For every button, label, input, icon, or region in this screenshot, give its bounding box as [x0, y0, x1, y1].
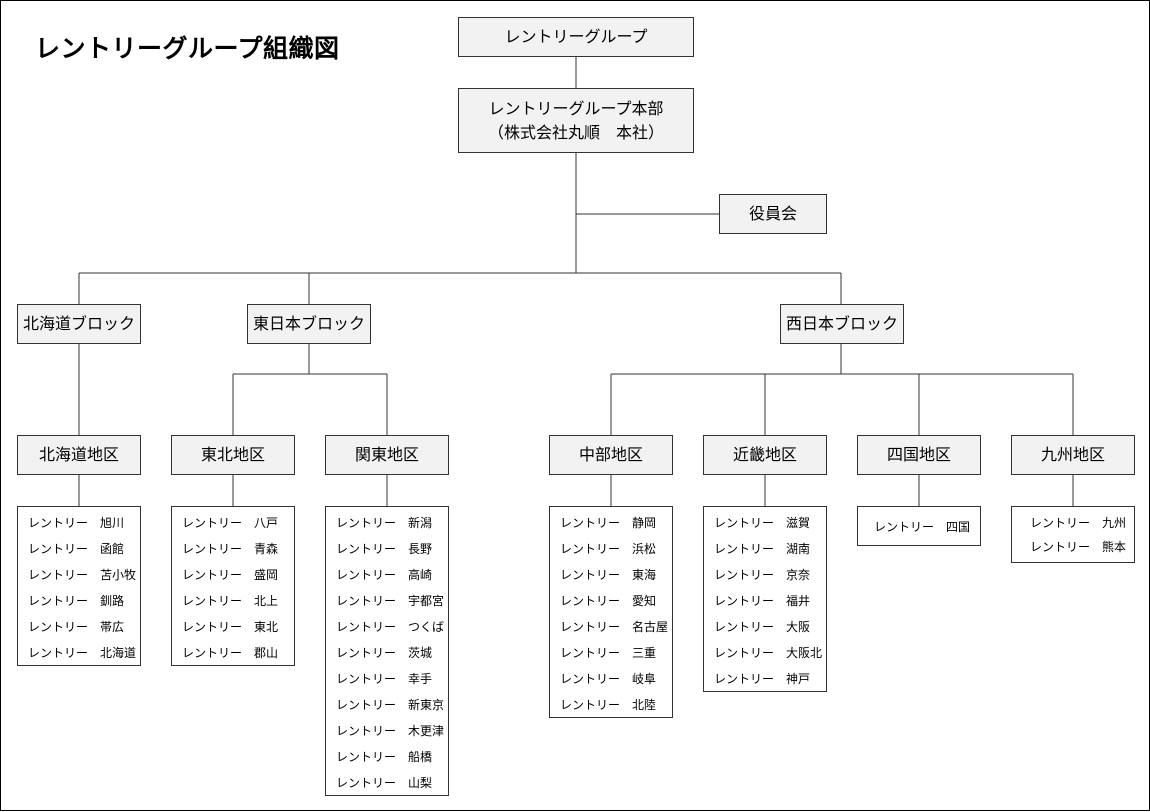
- branch-item: レントリー 静岡: [560, 516, 657, 530]
- node-district-tohoku: 東北地区: [171, 435, 295, 475]
- branch-item: レントリー 釧路: [28, 594, 125, 608]
- branch-item: レントリー 青森: [182, 542, 279, 556]
- branch-list-hokkaido: レントリー 旭川 レントリー 函館 レントリー 苫小牧 レントリー 釧路 レント…: [17, 506, 141, 666]
- branch-item: レントリー 京奈: [714, 568, 811, 582]
- branch-item: レントリー 大阪: [714, 620, 811, 634]
- branch-item: レントリー 幸手: [336, 672, 433, 686]
- branch-list-shikoku: レントリー 四国: [857, 506, 981, 546]
- branch-item: レントリー 福井: [714, 594, 811, 608]
- branch-item: レントリー 函館: [28, 542, 125, 556]
- branch-item: レントリー 東北: [182, 620, 279, 634]
- headquarters-company: （株式会社丸順 本社）: [487, 122, 664, 142]
- branch-item: レントリー 長野: [336, 542, 433, 556]
- branch-item: レントリー 北陸: [560, 698, 657, 712]
- branch-item: レントリー 北海道: [28, 646, 137, 660]
- node-board: 役員会: [719, 194, 827, 234]
- branch-list-tohoku: レントリー 八戸 レントリー 青森 レントリー 盛岡 レントリー 北上 レントリ…: [171, 506, 295, 666]
- branch-item: レントリー 岐阜: [560, 672, 657, 686]
- branch-item: レントリー 湖南: [714, 542, 811, 556]
- node-district-shikoku: 四国地区: [857, 435, 981, 475]
- node-district-hokkaido: 北海道地区: [17, 435, 141, 475]
- branch-item: レントリー 新潟: [336, 516, 433, 530]
- node-headquarters: レントリーグループ本部 （株式会社丸順 本社）: [458, 88, 694, 153]
- node-block-east-japan: 東日本ブロック: [247, 304, 371, 344]
- node-district-kanto: 関東地区: [325, 435, 449, 475]
- branch-item: レントリー 宇都宮: [336, 594, 445, 608]
- branch-item: レントリー 神戸: [714, 672, 811, 686]
- branch-list-kanto: レントリー 新潟 レントリー 長野 レントリー 高崎 レントリー 宇都宮 レント…: [325, 506, 449, 796]
- branch-item: レントリー 苫小牧: [28, 568, 137, 582]
- node-block-west-japan: 西日本ブロック: [780, 304, 904, 344]
- node-group: レントリーグループ: [458, 17, 694, 57]
- branch-item: レントリー 滋賀: [714, 516, 811, 530]
- node-block-hokkaido: 北海道ブロック: [17, 304, 141, 344]
- branch-item: レントリー 大阪北: [714, 646, 823, 660]
- branch-item: レントリー 茨城: [336, 646, 433, 660]
- branch-item: レントリー 愛知: [560, 594, 657, 608]
- branch-list-kinki: レントリー 滋賀 レントリー 湖南 レントリー 京奈 レントリー 福井 レントリ…: [703, 506, 827, 692]
- branch-item: レントリー 郡山: [182, 646, 279, 660]
- branch-list-kyushu: レントリー 九州 レントリー 熊本: [1011, 506, 1135, 563]
- branch-item: レントリー 九州: [1030, 516, 1127, 530]
- branch-item: レントリー 船橋: [336, 750, 433, 764]
- branch-item: レントリー 高崎: [336, 568, 433, 582]
- branch-item: レントリー 名古屋: [560, 620, 669, 634]
- branch-item: レントリー 八戸: [182, 516, 279, 530]
- branch-item: レントリー 旭川: [28, 516, 125, 530]
- branch-item: レントリー 東海: [560, 568, 657, 582]
- branch-item: レントリー 木更津: [336, 724, 445, 738]
- branch-list-chubu: レントリー 静岡 レントリー 浜松 レントリー 東海 レントリー 愛知 レントリ…: [549, 506, 673, 718]
- branch-item: レントリー 山梨: [336, 776, 433, 790]
- branch-item: レントリー 帯広: [28, 620, 125, 634]
- branch-item: レントリー 新東京: [336, 698, 445, 712]
- branch-item: レントリー 熊本: [1030, 540, 1127, 554]
- node-district-chubu: 中部地区: [549, 435, 673, 475]
- branch-item: レントリー 四国: [874, 520, 971, 534]
- branch-item: レントリー 盛岡: [182, 568, 279, 582]
- branch-item: レントリー 三重: [560, 646, 657, 660]
- node-district-kinki: 近畿地区: [703, 435, 827, 475]
- page-title: レントリーグループ組織図: [35, 34, 340, 63]
- branch-item: レントリー 浜松: [560, 542, 657, 556]
- branch-item: レントリー 北上: [182, 594, 279, 608]
- headquarters-name: レントリーグループ本部: [488, 98, 664, 118]
- branch-item: レントリー つくば: [336, 620, 445, 634]
- node-district-kyushu: 九州地区: [1011, 435, 1135, 475]
